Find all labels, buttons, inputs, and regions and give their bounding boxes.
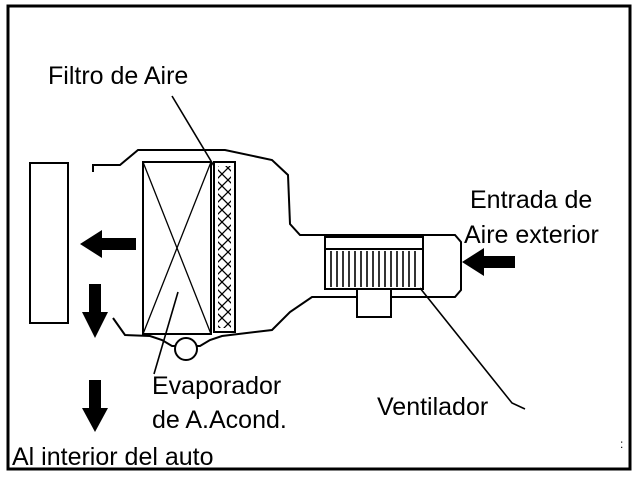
diagram-frame	[6, 4, 632, 471]
drain-bulb	[174, 337, 198, 361]
airflow-arrow-down-1	[82, 284, 108, 338]
fan-assembly	[324, 236, 424, 318]
airflow-arrow-left	[80, 230, 136, 258]
filter-label: Filtro de Aire	[48, 62, 189, 90]
evaporator-leader	[153, 291, 179, 375]
inlet-arrow-left	[462, 248, 515, 276]
evaporator-label-line2: de A.Acond.	[152, 406, 287, 434]
edge-mark: :	[620, 437, 623, 451]
fan-motor	[356, 288, 392, 318]
inlet-label-line2: Aire exterior	[464, 221, 599, 249]
blower-housing	[92, 149, 462, 347]
inlet-label-line1: Entrada de	[470, 186, 593, 214]
outlet-panel	[29, 162, 69, 324]
fan-label: Ventilador	[377, 393, 489, 421]
fan-leader	[419, 287, 526, 410]
evaporator-label-line1: Evaporador	[152, 372, 282, 400]
evaporator-core	[142, 161, 212, 335]
air-filter	[213, 161, 236, 333]
filter-leader	[171, 95, 215, 167]
airflow-arrow-down-2	[82, 380, 108, 432]
outlet-label: Al interior del auto	[12, 443, 214, 471]
